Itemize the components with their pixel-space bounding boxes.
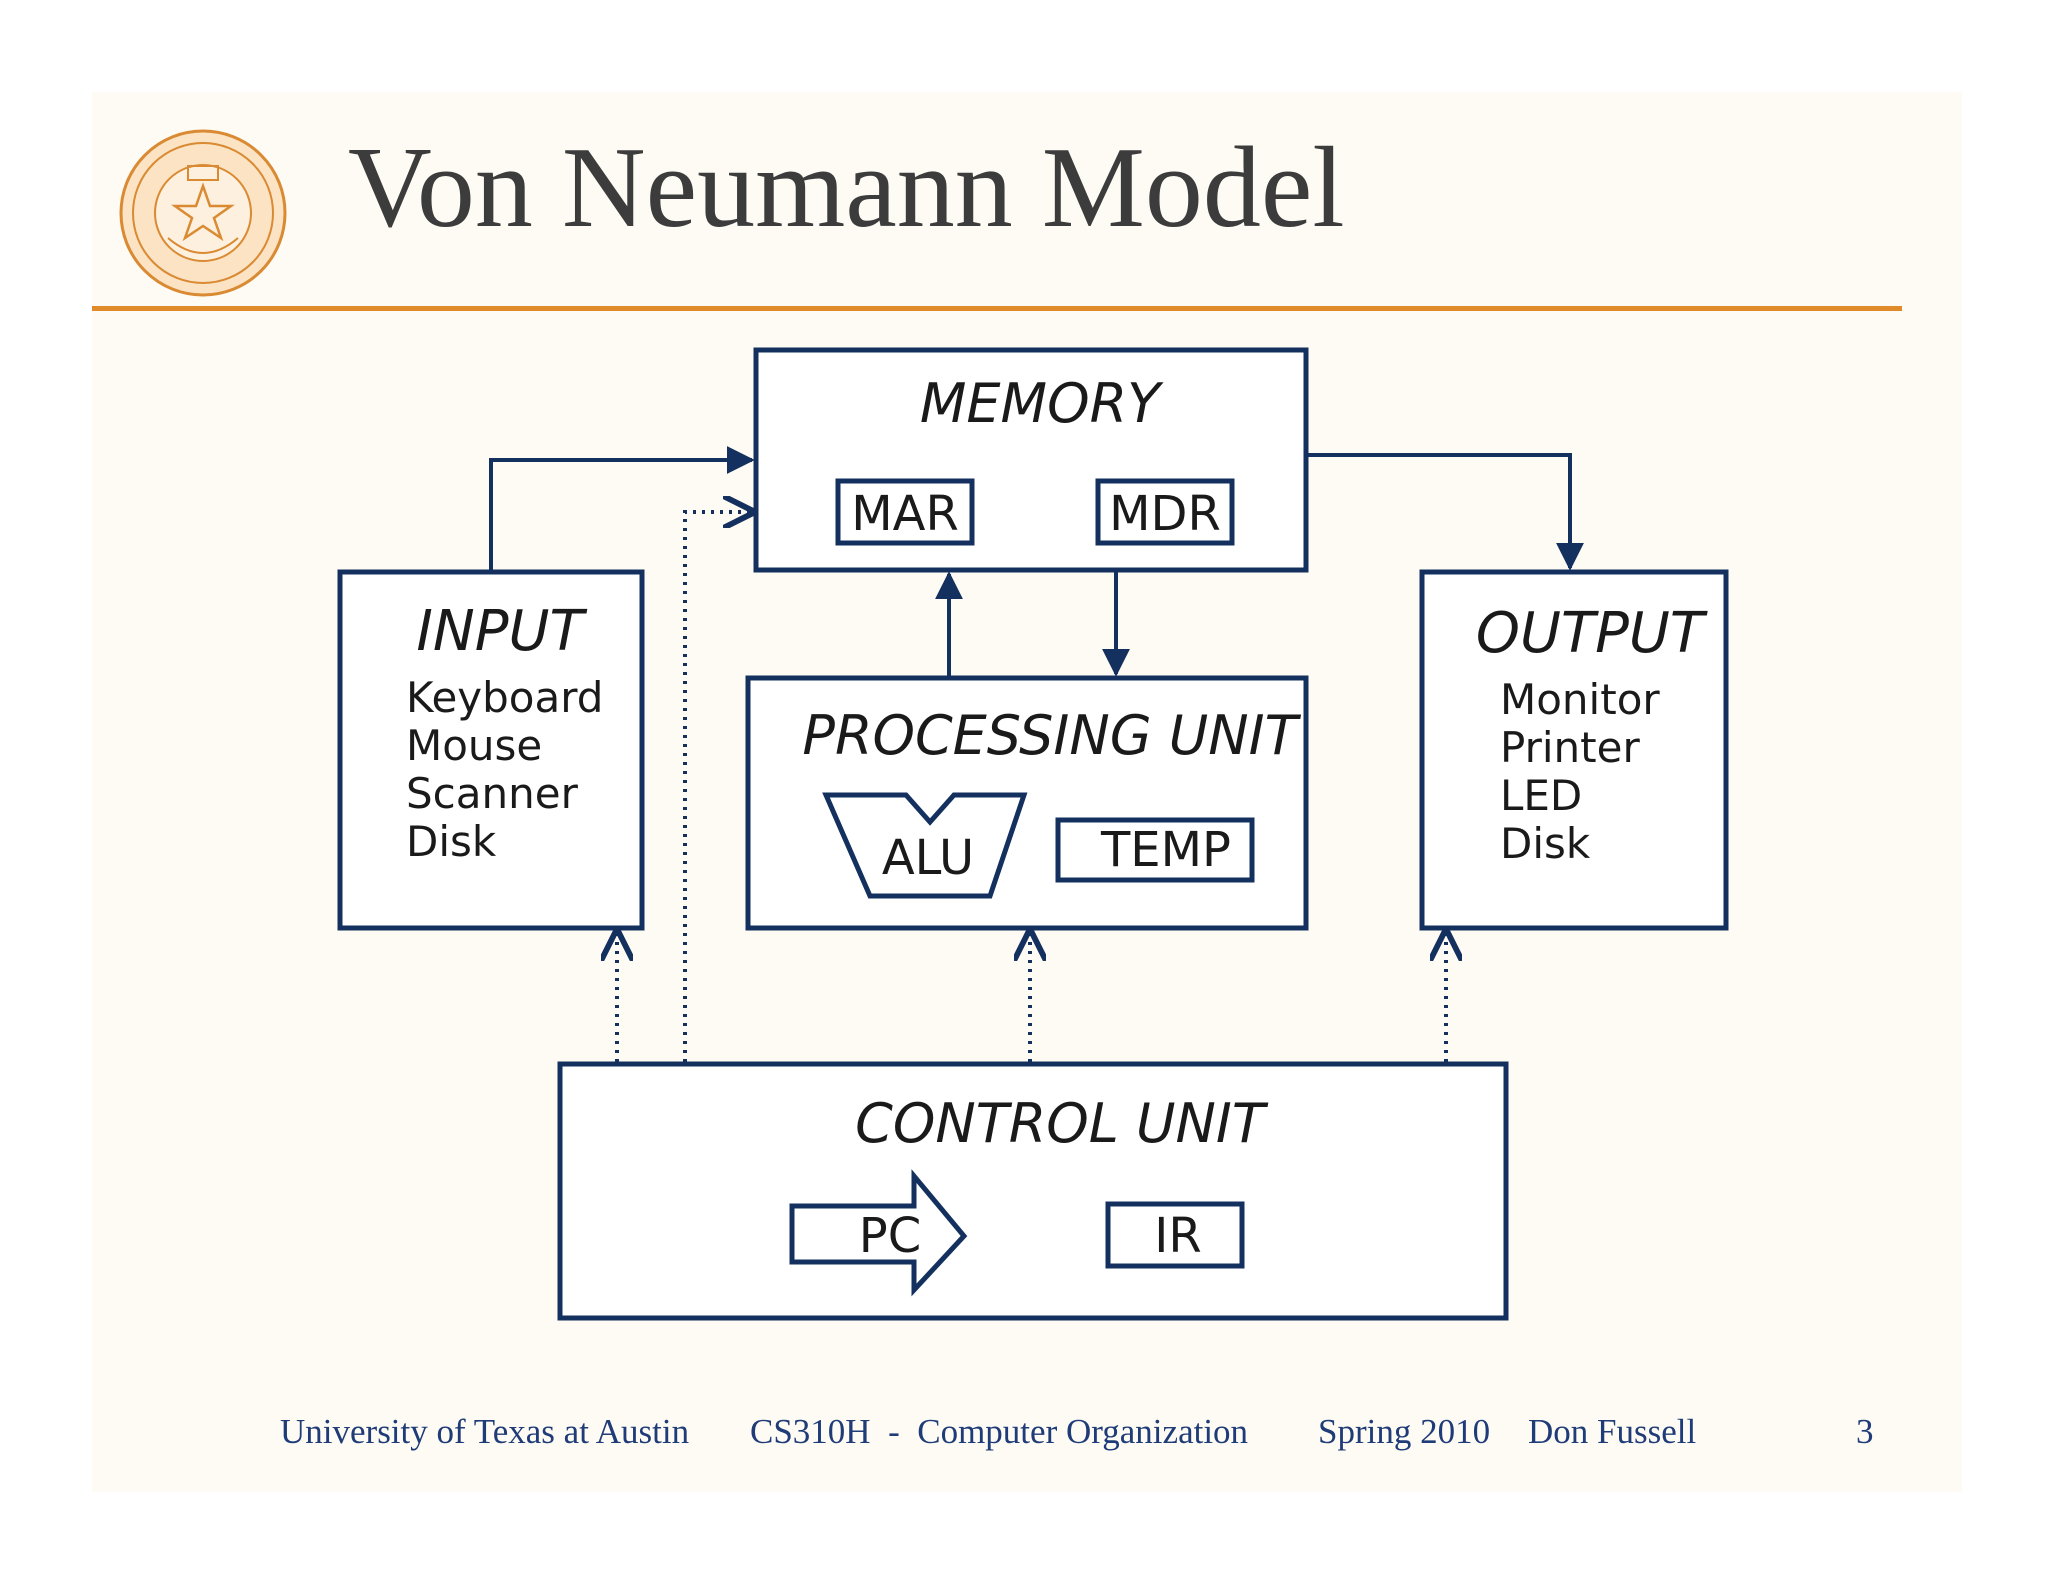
memory-to-output-arrow	[1306, 453, 1584, 571]
output-device: Disk	[1500, 819, 1591, 868]
input-device: Scanner	[406, 769, 579, 818]
mdr-register	[1095, 478, 1235, 546]
memory-label: MEMORY	[920, 372, 1164, 435]
input-device: Mouse	[406, 721, 542, 770]
processing-unit-box: PROCESSING UNIT ALU TEMP	[745, 675, 1309, 931]
mar-register	[835, 478, 975, 546]
output-label: OUTPUT	[1476, 601, 1708, 666]
output-device: Monitor	[1500, 675, 1660, 724]
output-box: OUTPUT Monitor Printer LED Disk	[1419, 569, 1729, 931]
footer-page-number: 3	[1856, 1412, 1874, 1451]
footer-term: Spring 2010	[1318, 1412, 1491, 1451]
slide-title: Von Neumann Model	[348, 124, 1345, 252]
ir-register	[1105, 1201, 1245, 1269]
control-unit-label: CONTROL UNIT	[855, 1092, 1269, 1155]
pc-label: PC	[859, 1208, 921, 1264]
footer-author: Don Fussell	[1528, 1412, 1697, 1451]
pc-arrow-shape	[789, 1169, 968, 1297]
input-device: Disk	[406, 817, 497, 866]
input-label: INPUT	[416, 599, 587, 664]
alu-label: ALU	[882, 830, 974, 886]
footer-course: CS310H - Computer Organization	[750, 1412, 1249, 1451]
title-divider	[92, 306, 1902, 311]
memory-box: MEMORY MAR MDR	[753, 347, 1309, 573]
input-device: Keyboard	[406, 673, 603, 722]
input-box: INPUT Keyboard Mouse Scanner Disk	[337, 569, 645, 931]
output-device: LED	[1500, 771, 1582, 820]
university-seal-icon	[119, 129, 287, 297]
ir-label: IR	[1154, 1208, 1202, 1264]
footer-institution: University of Texas at Austin	[280, 1412, 690, 1451]
input-to-memory-arrow	[489, 446, 755, 572]
mdr-label: MDR	[1109, 486, 1221, 542]
processing-unit-label: PROCESSING UNIT	[802, 704, 1301, 767]
control-unit-box: CONTROL UNIT PC IR	[557, 1061, 1509, 1321]
temp-label: TEMP	[1100, 822, 1231, 878]
mar-label: MAR	[851, 486, 959, 542]
alu-shape	[822, 792, 1028, 899]
temp-register	[1055, 817, 1255, 883]
control-to-memory-arrow	[683, 512, 752, 1062]
output-device: Printer	[1500, 723, 1640, 772]
